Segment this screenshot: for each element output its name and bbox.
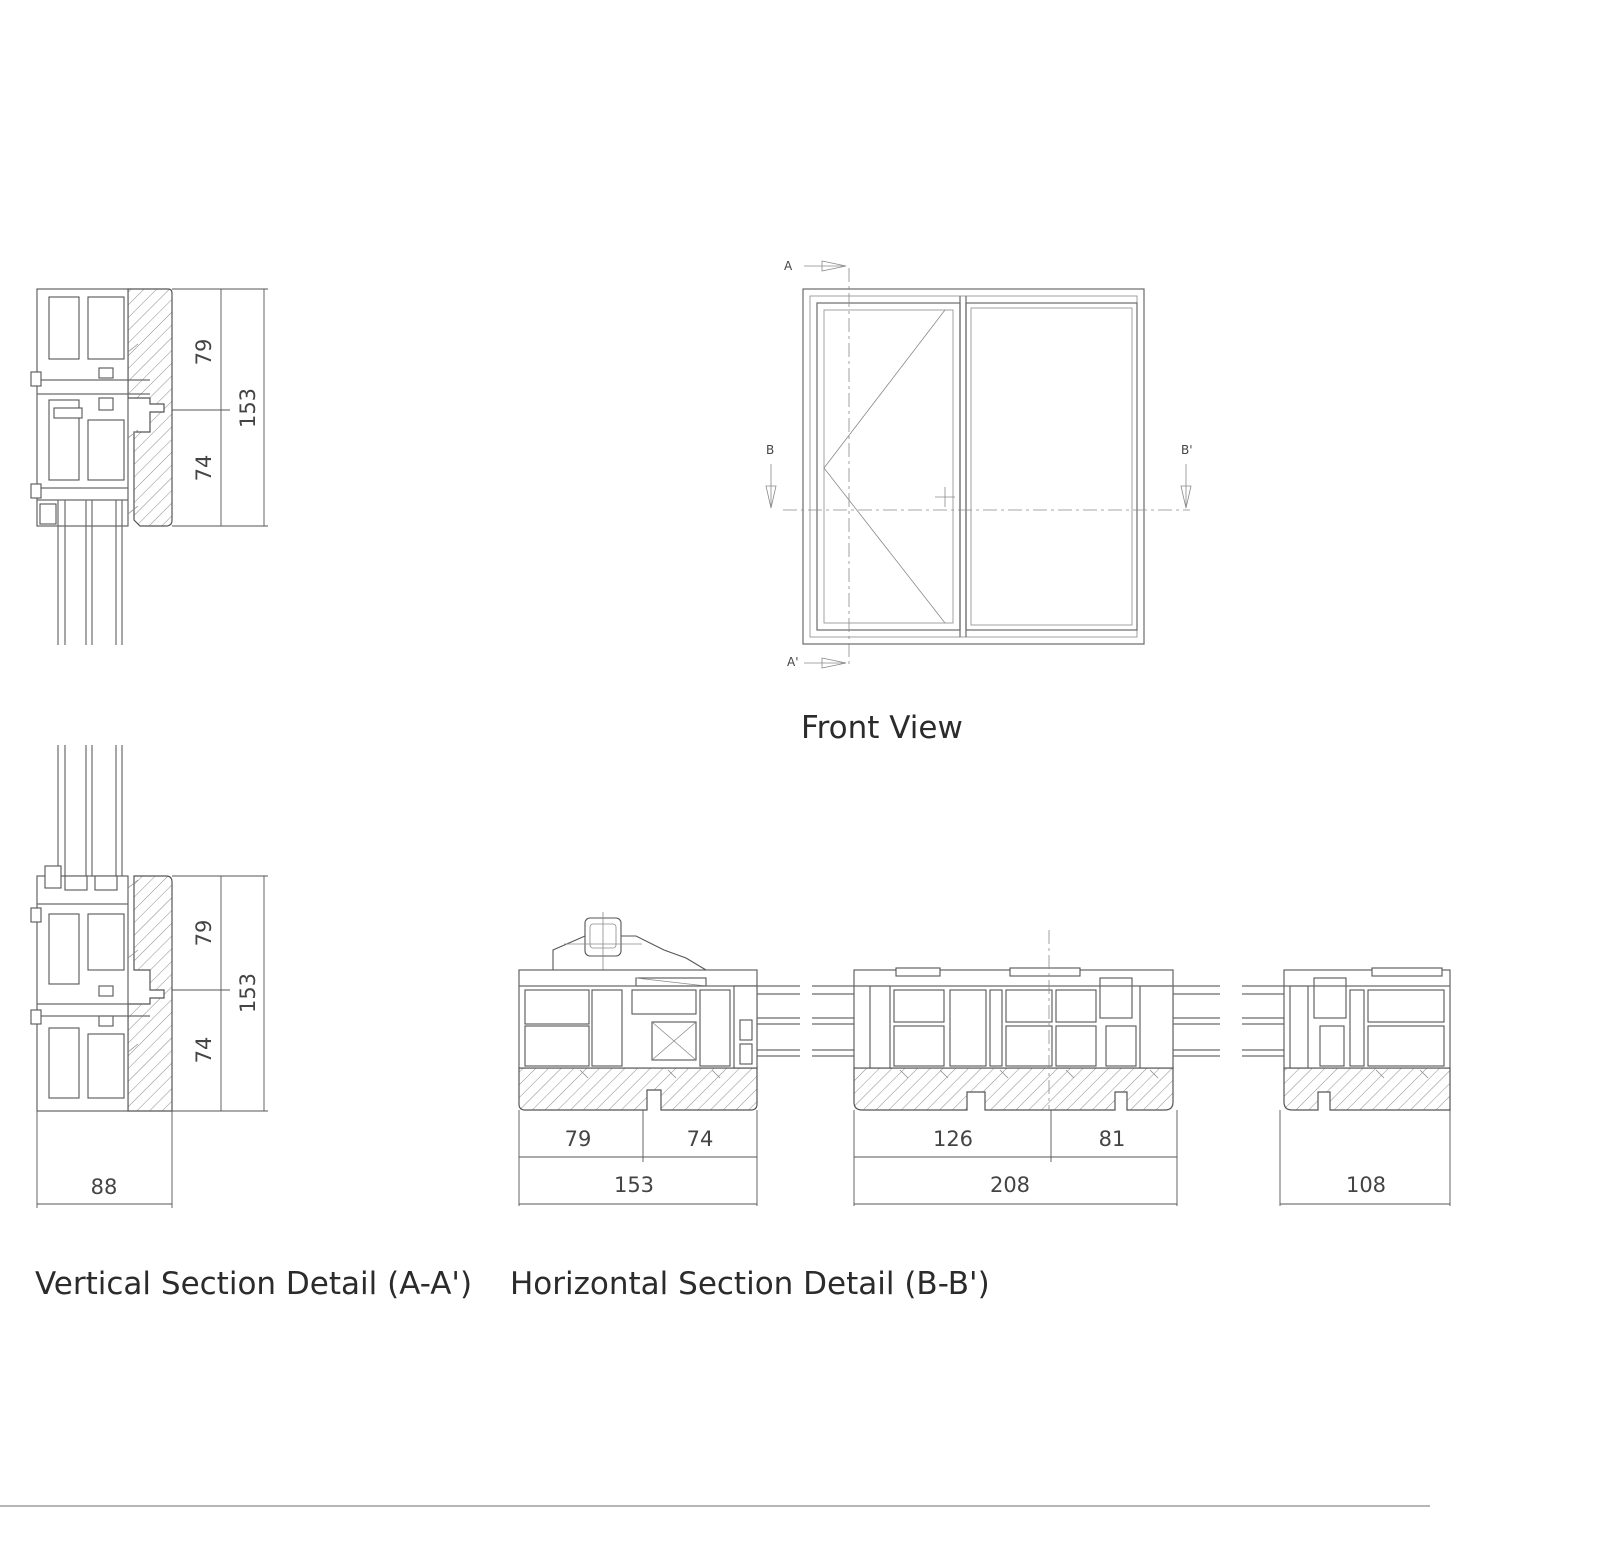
vbot-dim-total: 153 — [236, 973, 260, 1013]
vbot-dim-upper: 79 — [192, 920, 216, 947]
vtop-dim-total: 153 — [236, 388, 260, 428]
vertical-section-top-detail: 79 74 153 — [30, 288, 268, 645]
section-marker-b: B — [766, 443, 774, 457]
hleft-dim-total: 153 — [614, 1173, 654, 1197]
vtop-dim-lower: 74 — [192, 455, 216, 482]
hleft-dim-left: 79 — [565, 1127, 592, 1151]
vertical-width-dim: 88 — [91, 1175, 118, 1199]
horizontal-section-caption: Horizontal Section Detail (B-B') — [510, 1266, 990, 1302]
front-view-caption: Front View — [801, 710, 963, 746]
vtop-dim-upper: 79 — [192, 339, 216, 366]
section-marker-a-prime: A' — [787, 655, 799, 669]
section-marker-a: A — [784, 259, 793, 273]
section-marker-b-prime: B' — [1181, 443, 1193, 457]
hcenter-dim-left: 126 — [933, 1127, 973, 1151]
front-view: A A' B B' Front View — [765, 259, 1193, 746]
hcenter-dim-total: 208 — [990, 1173, 1030, 1197]
hleft-dim-right: 74 — [687, 1127, 714, 1151]
hright-dim-total: 108 — [1346, 1173, 1386, 1197]
hcenter-dim-right: 81 — [1099, 1127, 1126, 1151]
horizontal-section-detail: 79 74 153 126 81 208 108 Horizontal Sect… — [510, 912, 1451, 1302]
vbot-dim-lower: 74 — [192, 1037, 216, 1064]
vertical-section-bottom-detail: 79 74 153 88 Vertical Section Detail (A-… — [30, 745, 472, 1302]
horizontal-dimensions: 79 74 153 126 81 208 108 — [518, 1110, 1451, 1206]
vertical-section-caption: Vertical Section Detail (A-A') — [35, 1266, 472, 1302]
